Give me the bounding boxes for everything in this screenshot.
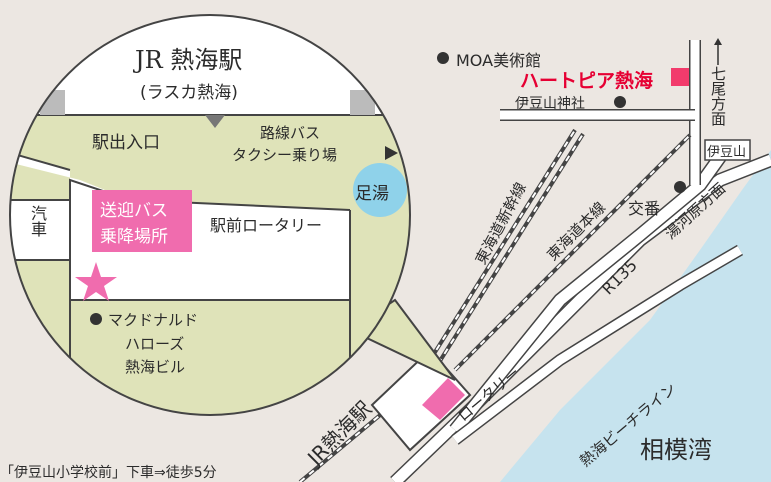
bus-note: 「伊豆山小学校前」下車⇒徒歩5分 [0,465,217,481]
izusan-tag: 伊豆山 [707,145,747,160]
pickup-line1: 送迎バス [100,201,168,221]
footbath-label: 足湯 [355,184,389,204]
footbath-circle [353,163,407,217]
izusan-sign [704,139,751,161]
pickup-line2: 乗降場所 [100,227,168,247]
inset-station-name: JR 熱海駅 [135,46,243,74]
hotel-marker [671,68,689,86]
moa-dot [437,52,449,64]
moa-label: MOA美術館 [456,51,542,70]
shrine-dot [614,96,626,108]
sea-area [500,150,771,482]
triangle-right-icon [385,146,398,160]
hotel-label: ハートピア熱海 [520,70,654,92]
shichio-label: 七尾方面 [709,66,727,126]
bay-label: 相模湾 [640,436,712,464]
exit-marker [205,115,225,128]
mcdonalds-label: マクドナルド [108,311,199,329]
building-line2: 熱海ビル [125,358,186,376]
mcdonalds-dot [90,313,102,325]
exit-label: 駅出入口 [92,133,160,153]
shrine-label: 伊豆山神社 [515,96,585,112]
koban-label: 交番 [628,199,661,218]
rotary-label: 駅前ロータリー [210,216,323,235]
bus-label: 路線バス [260,124,321,142]
pickup-sign [92,190,192,252]
car-label: 汽車 [28,205,47,237]
inset-station-sub: (ラスカ熱海) [140,83,238,103]
star-icon [75,262,117,301]
station-inset [10,15,410,415]
koban-dot [674,181,686,193]
taxi-label: タクシー乗り場 [232,146,338,164]
station-pickup-marker [422,378,465,420]
building-line1: ハローズ [125,335,185,353]
